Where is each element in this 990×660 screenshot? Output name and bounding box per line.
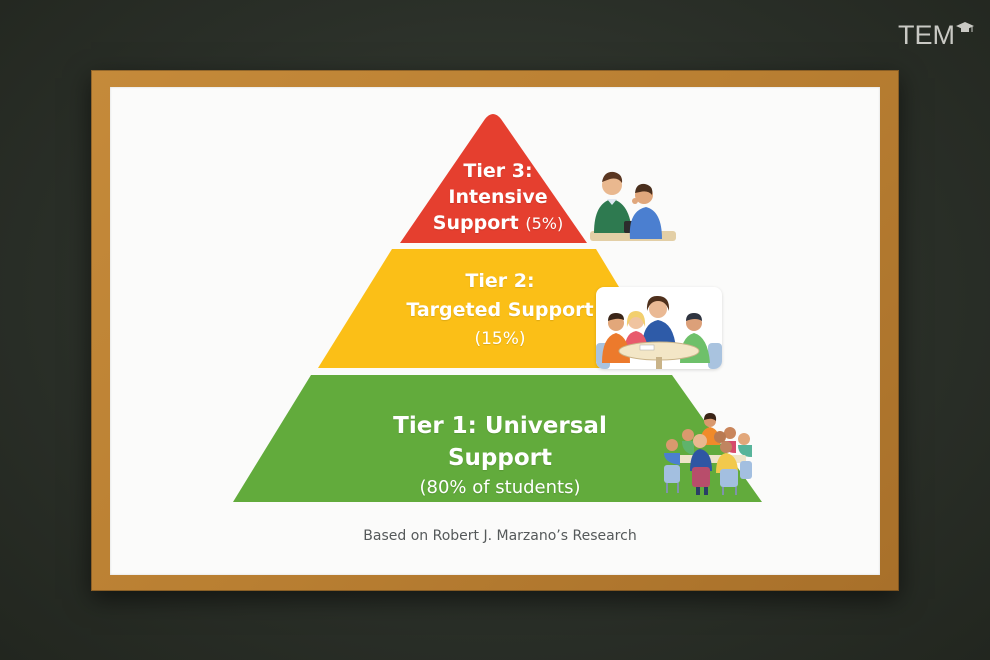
- tier-3-label: Tier 3: Intensive Support (5%): [423, 158, 573, 237]
- tier-1-percent: (80% of students): [419, 477, 581, 498]
- tier-1-label: Tier 1: Universal Support (80% of studen…: [340, 410, 660, 502]
- tem-logo: TEM: [898, 18, 974, 52]
- whole-class-group-icon: [664, 413, 752, 495]
- tier-3-subtitle: Intensive: [448, 186, 548, 208]
- tier-3-percent: (5%): [525, 214, 564, 233]
- tier-3-subtitle-2: Support: [432, 212, 519, 234]
- one-on-one-tutoring-icon: [590, 171, 676, 241]
- small-group-table-icon: [596, 295, 722, 369]
- research-caption: Based on Robert J. Marzano’s Research: [363, 528, 637, 544]
- diagram-canvas: Tier 3: Intensive Support (5%) Tier 2: T…: [110, 87, 880, 575]
- logo-text: TEM: [898, 20, 955, 50]
- tier-2-subtitle: Targeted Support: [406, 299, 594, 321]
- tier-2-title: Tier 2:: [465, 270, 535, 292]
- tier-2-label: Tier 2: Targeted Support (15%): [380, 267, 620, 354]
- tier-1-title: Tier 1: Universal Support: [393, 413, 607, 471]
- small-group-card: [596, 287, 722, 369]
- tier-3-title: Tier 3:: [463, 160, 533, 182]
- tier-3-shape: [400, 114, 587, 243]
- picture-frame: Tier 3: Intensive Support (5%) Tier 2: T…: [91, 70, 899, 591]
- tier-2-percent: (15%): [474, 329, 526, 349]
- tier-2-shape: [318, 249, 668, 368]
- graduation-cap-icon: [956, 22, 974, 32]
- tier-1-shape: [233, 375, 762, 502]
- pyramid-shapes: [233, 114, 762, 502]
